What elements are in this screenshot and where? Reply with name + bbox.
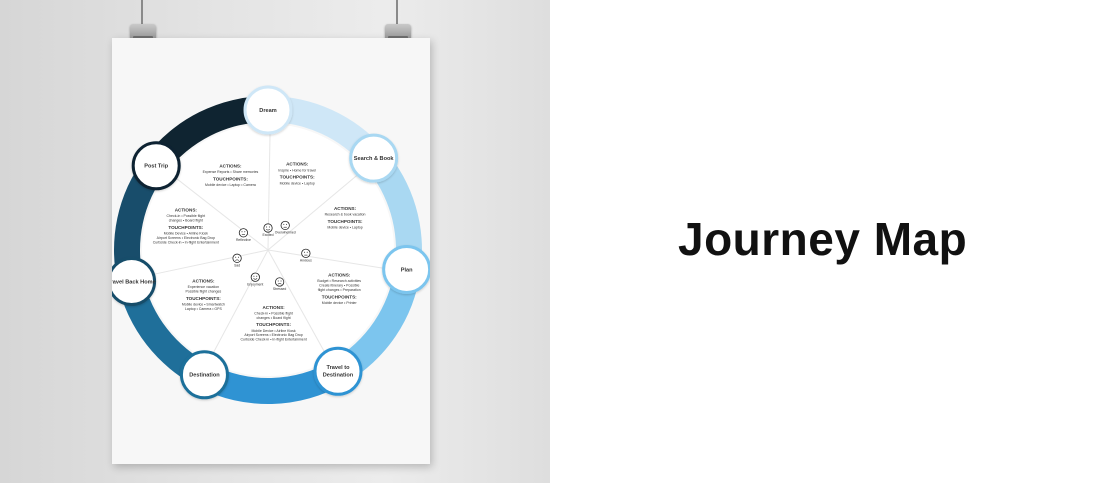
binder-clip-right <box>385 24 411 42</box>
emotion-label: Reflective <box>236 238 251 242</box>
emotion-label: Anxious <box>300 259 312 263</box>
segment-text: Budget • Research activities <box>317 279 361 283</box>
stage-label: Plan <box>401 267 413 273</box>
segment-text: Laptop • Camera • GPS <box>185 307 223 311</box>
emotion-face-icon <box>263 223 273 233</box>
segment-text: ACTIONS: <box>286 162 309 167</box>
segment-text: Check-in • Possible flight <box>167 214 206 218</box>
segment-text: changes • Board flight <box>169 219 203 223</box>
page-title: Journey Map <box>678 213 968 265</box>
segment-text: TOUCHPOINTS: <box>256 322 291 327</box>
emotion-face-icon <box>232 253 242 263</box>
hanging-wire-left <box>141 0 143 28</box>
stage-label: Travel Back Home <box>112 279 156 285</box>
stage-node: Post Trip <box>131 141 181 191</box>
stage-node: Destination <box>179 350 229 400</box>
binder-clip-left <box>130 24 156 42</box>
emotion-label: Sad <box>234 263 240 267</box>
segment-text: flight changes • Preparation <box>318 288 361 292</box>
emotion-label: Stressed <box>273 287 286 291</box>
segment-text: Expense Reports • Share memories <box>203 170 259 174</box>
segment-text: TOUCHPOINTS: <box>168 225 203 230</box>
segment-text: Mobile Device • Airline Kiosk <box>164 232 208 236</box>
stage-node: Search & Book <box>349 133 399 183</box>
emotion-label: Overwhelmed <box>275 231 296 235</box>
segment-divider <box>208 249 269 362</box>
segment-divider <box>267 249 393 271</box>
segment-text: Possible flight changes <box>185 289 221 293</box>
segment-text: Inspire • Home for travel <box>278 168 316 172</box>
stage-node: Travel to Destination <box>313 346 363 396</box>
segment-text: Research & book vacation <box>325 213 366 217</box>
stage-node: Dream <box>243 85 293 135</box>
segment-divider <box>267 168 365 251</box>
segment-divider <box>267 249 330 361</box>
segment-text: Airport Screens • Electronic Bag Drop <box>244 333 302 337</box>
segment-text: ACTIONS: <box>328 273 351 278</box>
segment-text: Mobile device • Laptop <box>280 181 315 185</box>
ring-segment <box>195 360 345 404</box>
segment-text: Mobile Device • Airline Kiosk <box>251 329 295 333</box>
stage-label: Destination <box>189 373 220 379</box>
emotion-face-icon <box>238 228 249 238</box>
segment-divider <box>144 249 269 277</box>
segment-texts: ACTIONS:Inspire • Home for travelTOUCHPO… <box>153 162 366 342</box>
segment-text: ACTIONS: <box>219 163 242 168</box>
stage-label: Search & Book <box>354 156 395 162</box>
emotion-face-icon <box>280 220 290 231</box>
emotion-face-icon <box>250 272 260 282</box>
segment-text: Create itinerary • Possible <box>319 284 359 288</box>
segment-text: ACTIONS: <box>334 206 357 211</box>
segment-text: Curbside Check-in • In-flight Entertainm… <box>153 240 219 244</box>
segment-text: Mobile device • Laptop <box>327 226 362 230</box>
segment-text: changes • Board flight <box>257 316 291 320</box>
segment-text: ACTIONS: <box>175 208 198 213</box>
emotion-label: Enjoyment <box>247 282 263 286</box>
segment-divider <box>168 172 269 251</box>
segment-text: TOUCHPOINTS: <box>322 294 357 299</box>
stage-node: Plan <box>382 244 430 294</box>
journey-wheel: ACTIONS:Inspire • Home for travelTOUCHPO… <box>112 85 430 404</box>
stage-label: Destination <box>323 373 354 379</box>
segment-text: TOUCHPOINTS: <box>280 175 315 180</box>
segment-text: Mobile device • Printer <box>322 301 358 305</box>
segment-text: ACTIONS: <box>262 305 285 310</box>
segment-text: Mobile device • Laptop • Camera <box>205 183 256 187</box>
emotion-label: Excited <box>262 233 273 237</box>
stage-label: Post Trip <box>144 164 169 170</box>
segment-text: TOUCHPOINTS: <box>186 296 221 301</box>
segment-text: Mobile device • Smartwatch <box>182 302 225 306</box>
segment-text: TOUCHPOINTS: <box>213 176 248 181</box>
emotion-face-icon <box>275 277 285 287</box>
hanging-wire-right <box>396 0 398 28</box>
stage-label: Travel to <box>326 365 350 371</box>
emotion-face-icon <box>301 248 311 258</box>
segment-text: TOUCHPOINTS: <box>328 219 363 224</box>
segment-text: Check-in • Possible flight <box>254 311 293 315</box>
segment-text: ACTIONS: <box>192 278 215 283</box>
segment-text: Curbside Check-in • In-flight Entertainm… <box>240 338 306 342</box>
segment-text: Airport Screens • Electronic Bag Drop <box>157 236 215 240</box>
stage-label: Dream <box>259 108 276 114</box>
segment-text: Experience vacation <box>188 285 220 289</box>
stage-node: Travel Back Home <box>112 257 157 306</box>
